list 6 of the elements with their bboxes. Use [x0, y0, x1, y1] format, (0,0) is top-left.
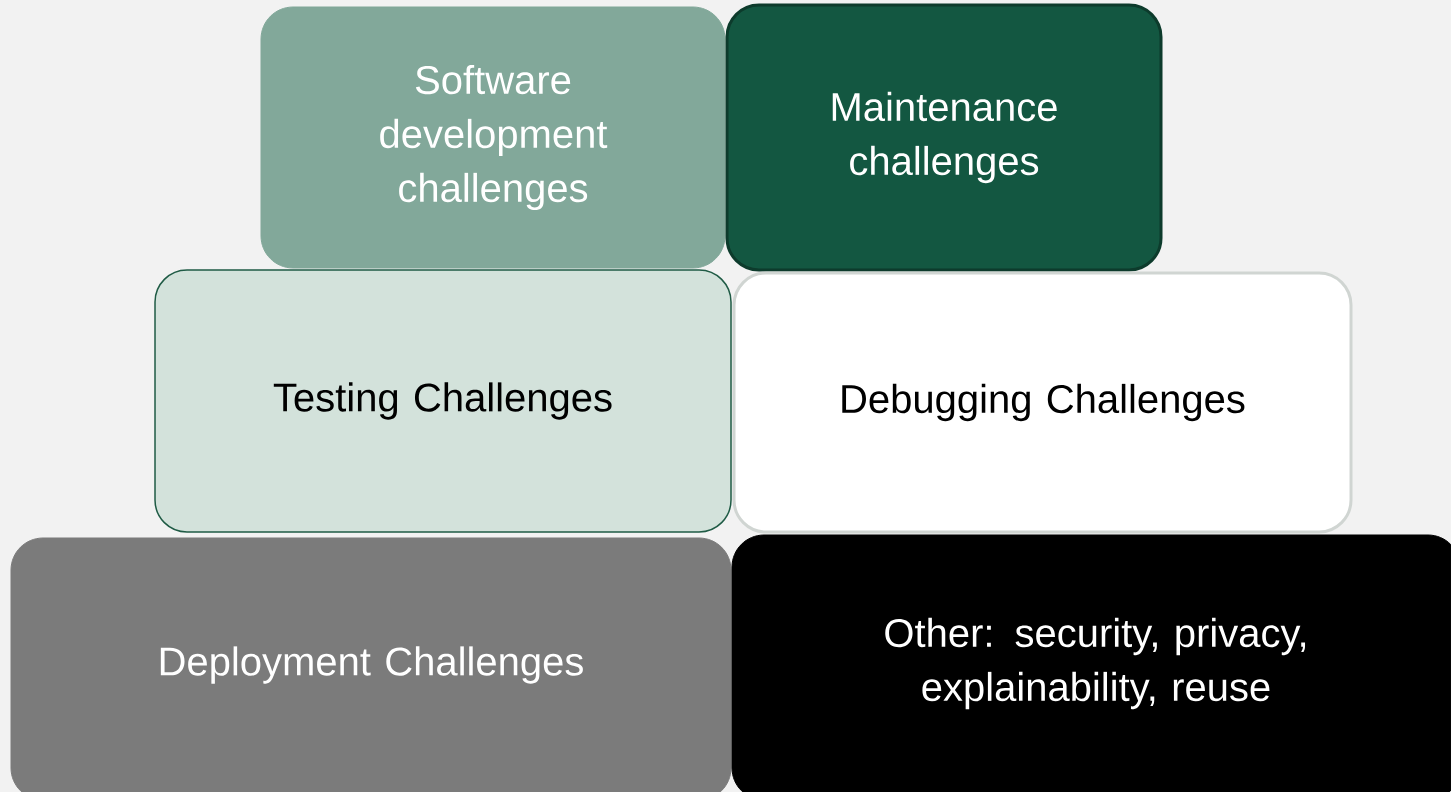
challenge-box: Debugging Challenges — [732, 271, 1353, 534]
challenge-box: Maintenance challenges — [725, 3, 1163, 272]
challenge-box: Deployment Challenges — [10, 537, 732, 792]
challenge-box: Software development challenges — [260, 6, 726, 269]
challenge-box: Testing Challenges — [154, 269, 732, 533]
challenge-box: Other: security, privacy, explainability, reuse — [731, 534, 1451, 792]
